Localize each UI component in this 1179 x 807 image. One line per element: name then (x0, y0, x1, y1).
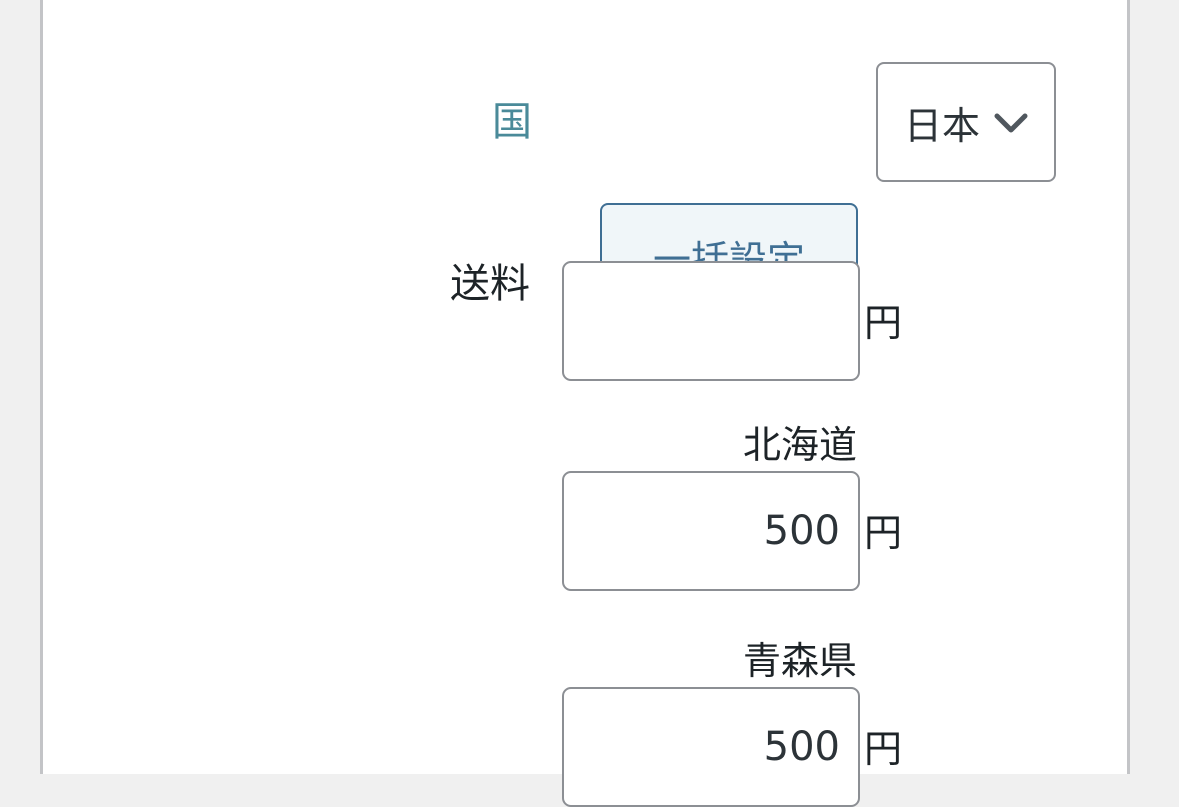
shipping-input-hokkaido[interactable] (562, 471, 860, 591)
prefecture-label-hokkaido: 北海道 (742, 423, 857, 467)
bulk-shipping-input[interactable] (562, 261, 860, 381)
currency-unit: 円 (864, 301, 903, 345)
currency-unit: 円 (864, 727, 903, 771)
shipping-input-aomori[interactable] (562, 687, 860, 807)
chevron-down-icon (994, 113, 1028, 133)
country-label: 国 (492, 99, 532, 145)
country-selected-value: 日本 (904, 103, 981, 148)
currency-unit: 円 (864, 511, 903, 555)
prefecture-label-aomori: 青森県 (742, 639, 857, 683)
shipping-label: 送料 (450, 261, 530, 307)
country-select[interactable]: 日本 (876, 62, 1056, 182)
